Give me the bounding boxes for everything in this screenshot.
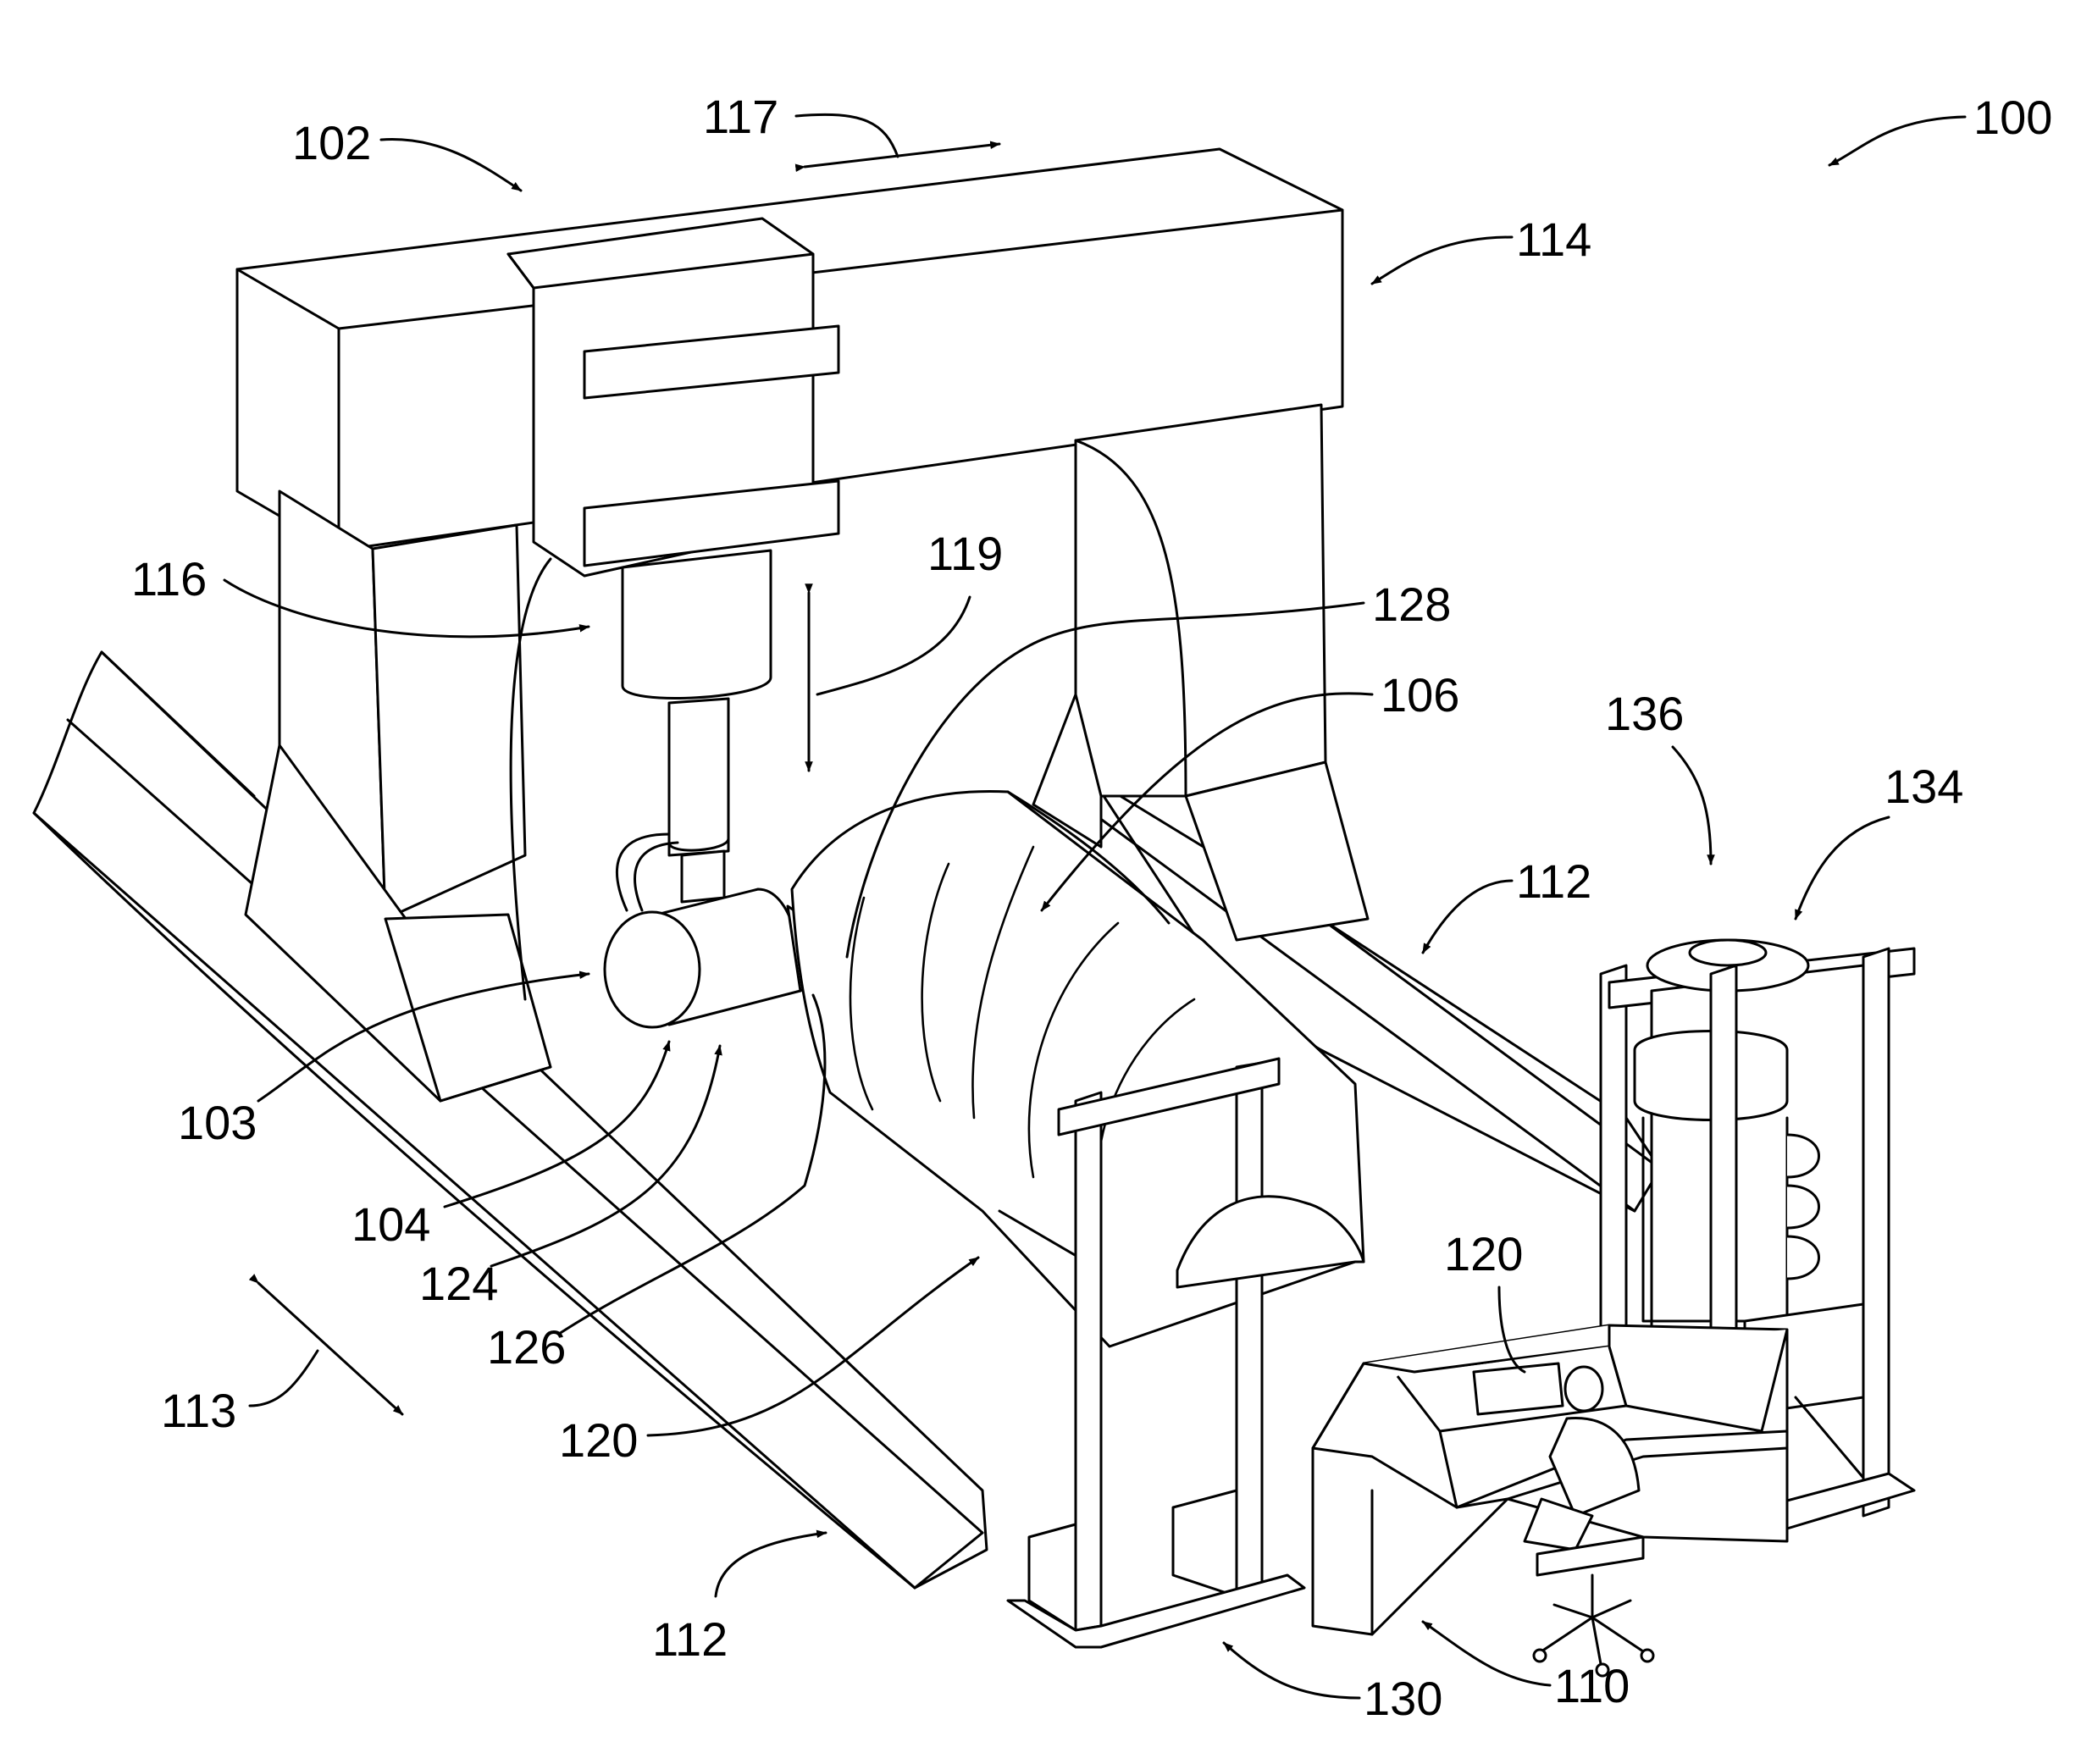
label-136: 136 [1605, 687, 1684, 740]
label-112-bottom: 112 [652, 1612, 728, 1666]
label-102: 102 [292, 116, 371, 169]
label-104: 104 [351, 1197, 430, 1251]
label-113: 113 [161, 1384, 236, 1437]
control-station [1313, 1325, 1787, 1634]
label-103: 103 [178, 1096, 257, 1149]
label-110: 110 [1554, 1659, 1630, 1712]
label-100: 100 [1973, 91, 2052, 144]
label-128: 128 [1372, 578, 1451, 631]
label-130: 130 [1364, 1672, 1442, 1725]
label-114: 114 [1516, 213, 1591, 266]
vertical-ram [623, 550, 771, 902]
label-112-right: 112 [1516, 854, 1591, 908]
label-120-upper: 120 [1444, 1227, 1523, 1280]
label-134: 134 [1885, 760, 1963, 813]
label-126: 126 [487, 1320, 566, 1374]
label-117: 117 [703, 90, 778, 143]
label-120-lower: 120 [559, 1413, 638, 1467]
carriage [508, 218, 838, 576]
label-116: 116 [131, 552, 207, 606]
label-106: 106 [1381, 668, 1459, 722]
label-119: 119 [927, 527, 1003, 580]
label-124: 124 [419, 1257, 498, 1310]
